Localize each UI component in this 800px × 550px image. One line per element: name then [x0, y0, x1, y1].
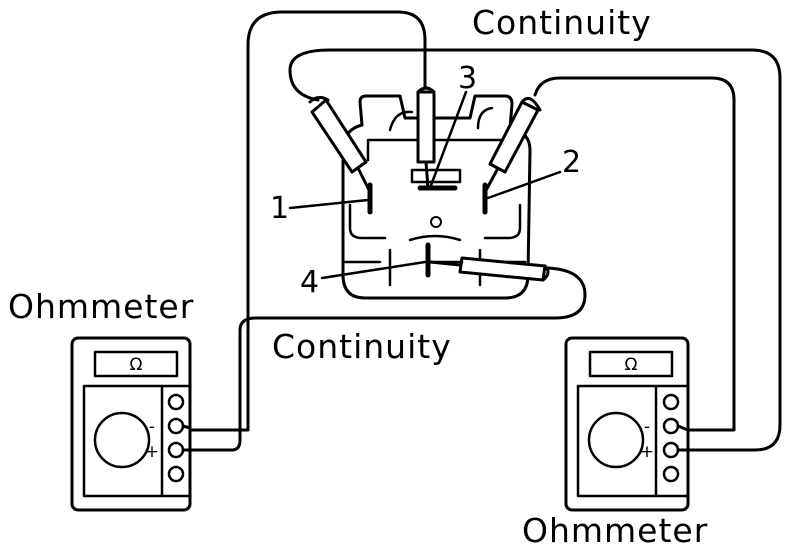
- terminal-label-3: 3: [458, 61, 477, 96]
- leader-terminal-4-a: [320, 260, 427, 280]
- leader-terminal-1: [288, 198, 370, 210]
- left-meter-ohm-symbol: Ω: [130, 355, 143, 375]
- ohmmeter-right: [564, 336, 690, 512]
- terminal-label-1: 1: [270, 191, 289, 226]
- probe-terminal-3: [416, 86, 436, 190]
- leader-terminal-2: [486, 170, 562, 200]
- terminal-label-4: 4: [300, 265, 319, 300]
- probe-terminal-1: [308, 95, 372, 194]
- continuity-label-top: Continuity: [472, 3, 652, 42]
- left-meter-minus-sign: -: [149, 417, 155, 437]
- wire-left-plus-to-terminal-4: [188, 266, 587, 452]
- right-meter-plus-sign: +: [640, 442, 654, 462]
- left-meter-plus-sign: +: [145, 442, 159, 462]
- ohmmeter-left: [70, 336, 192, 512]
- continuity-label-middle: Continuity: [272, 327, 452, 366]
- right-meter-minus-sign: -: [644, 417, 650, 437]
- probe-terminal-4: [428, 256, 550, 282]
- wire-left-minus-to-terminal-3: [188, 10, 427, 432]
- ohmmeter-label-left: Ohmmeter: [8, 287, 194, 326]
- wire-right-minus-to-terminal-2: [533, 76, 736, 432]
- probe-terminal-2: [482, 96, 542, 196]
- right-meter-ohm-symbol: Ω: [625, 355, 638, 375]
- terminal-label-2: 2: [562, 145, 581, 180]
- leader-terminal-3: [428, 90, 468, 190]
- wire-right-plus-to-terminal-1: [288, 48, 782, 452]
- ohmmeter-label-right: Ohmmeter: [522, 511, 708, 550]
